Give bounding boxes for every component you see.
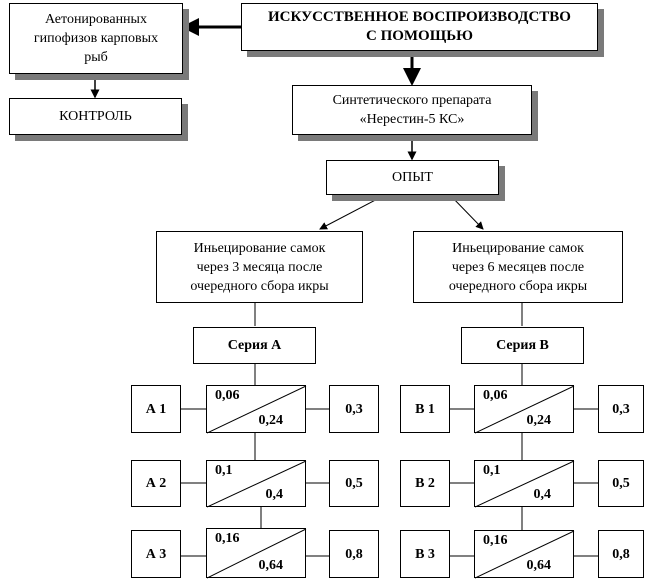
- row-a-total: 0,8: [329, 530, 379, 578]
- gipofiz-box: Аетонированных гипофизов карповых рыб: [9, 3, 183, 74]
- row-a1-top: 0,06: [215, 388, 240, 403]
- injection-left-line2: через 3 месяца после: [196, 259, 323, 275]
- opyt-label: ОПЫТ: [392, 170, 433, 185]
- row-b1-name: В 1: [415, 401, 435, 417]
- row-b3-total: 0,8: [612, 546, 630, 562]
- row-b3-name: В 3: [415, 546, 435, 562]
- row-b-total: 0,8: [598, 530, 644, 578]
- row-b-split-box: 0,06 0,24: [474, 385, 575, 434]
- injection-right-line1: Иньецирование самок: [452, 240, 584, 256]
- row-a2-name: А 2: [145, 476, 167, 491]
- row-b-split-box: 0,1 0,4: [474, 460, 575, 508]
- row-b-name: В 3: [400, 530, 450, 578]
- row-b3-bottom: 0,64: [526, 558, 552, 573]
- injection-right-line3: очередного сбора икры: [448, 278, 588, 294]
- series-a-box: Серия А: [193, 327, 316, 364]
- preparation-box: Синтетического препарата «Нерестин-5 КС»: [292, 85, 532, 135]
- injection-left-line1: Иньецирование самок: [193, 240, 326, 256]
- injection-left-box: Иньецирование самок через 3 месяца после…: [156, 231, 363, 303]
- row-b-name: В 2: [400, 460, 450, 507]
- injection-right-box: Иньецирование самок через 6 месяцев посл…: [413, 231, 623, 303]
- row-b1-total: 0,3: [612, 401, 630, 417]
- injection-left-line3: очередного сбора икры: [190, 278, 329, 294]
- row-b-total: 0,5: [598, 460, 644, 507]
- row-a1-total: 0,3: [345, 401, 363, 417]
- row-a3-bottom: 0,64: [258, 558, 284, 573]
- preparation-line2: «Нерестин-5 КС»: [359, 112, 465, 127]
- row-a-total: 0,5: [329, 460, 379, 507]
- control-box: КОНТРОЛЬ: [9, 98, 182, 135]
- series-b-box: Серия В: [461, 327, 584, 364]
- row-b3-top: 0,16: [483, 533, 508, 548]
- row-a-split-box: 0,1 0,4: [206, 460, 307, 508]
- top-box-line1: ИСКУССТВЕННОЕ ВОСПРОИЗВОДСТВО: [268, 9, 571, 25]
- row-a-name: А 1: [131, 385, 181, 433]
- row-a2-total: 0,5: [345, 476, 363, 491]
- series-b-label: Серия В: [496, 338, 549, 353]
- row-a2-top: 0,1: [215, 463, 233, 478]
- row-b1-top: 0,06: [483, 388, 508, 403]
- row-a3-total: 0,8: [345, 546, 363, 562]
- gipofiz-line3: рыб: [84, 50, 108, 65]
- series-a-label: Серия А: [227, 338, 282, 353]
- row-a-split-box: 0,16 0,64: [206, 528, 307, 579]
- row-a-total: 0,3: [329, 385, 379, 433]
- top-box-line2: С ПОМОЩЬЮ: [365, 28, 474, 44]
- row-b2-bottom: 0,4: [533, 487, 552, 502]
- row-a3-top: 0,16: [215, 531, 240, 546]
- top-box: ИСКУССТВЕННОЕ ВОСПРОИЗВОДСТВО С ПОМОЩЬЮ: [241, 3, 598, 51]
- row-a2-bottom: 0,4: [265, 487, 284, 502]
- row-b1-bottom: 0,24: [526, 413, 552, 428]
- opyt-box: ОПЫТ: [326, 160, 499, 195]
- row-a-name: А 3: [131, 530, 181, 578]
- injection-right-line2: через 6 месяцев после: [451, 259, 585, 275]
- row-a1-bottom: 0,24: [258, 413, 284, 428]
- preparation-line1: Синтетического препарата: [332, 93, 492, 108]
- gipofiz-line2: гипофизов карповых: [33, 31, 159, 46]
- row-a-name: А 2: [131, 460, 181, 507]
- row-b-name: В 1: [400, 385, 450, 433]
- row-b2-top: 0,1: [483, 463, 501, 478]
- row-a-split-box: 0,06 0,24: [206, 385, 307, 434]
- row-b-total: 0,3: [598, 385, 644, 433]
- control-label: КОНТРОЛЬ: [59, 109, 132, 124]
- row-b2-name: В 2: [415, 476, 435, 491]
- row-b-split-box: 0,16 0,64: [474, 530, 575, 579]
- arrow-opyt-to-right: [449, 194, 484, 230]
- row-a1-name: А 1: [145, 401, 167, 417]
- gipofiz-line1: Аетонированных: [45, 12, 147, 27]
- arrow-opyt-to-left: [319, 194, 386, 230]
- row-b2-total: 0,5: [612, 476, 630, 491]
- row-a3-name: А 3: [145, 546, 167, 562]
